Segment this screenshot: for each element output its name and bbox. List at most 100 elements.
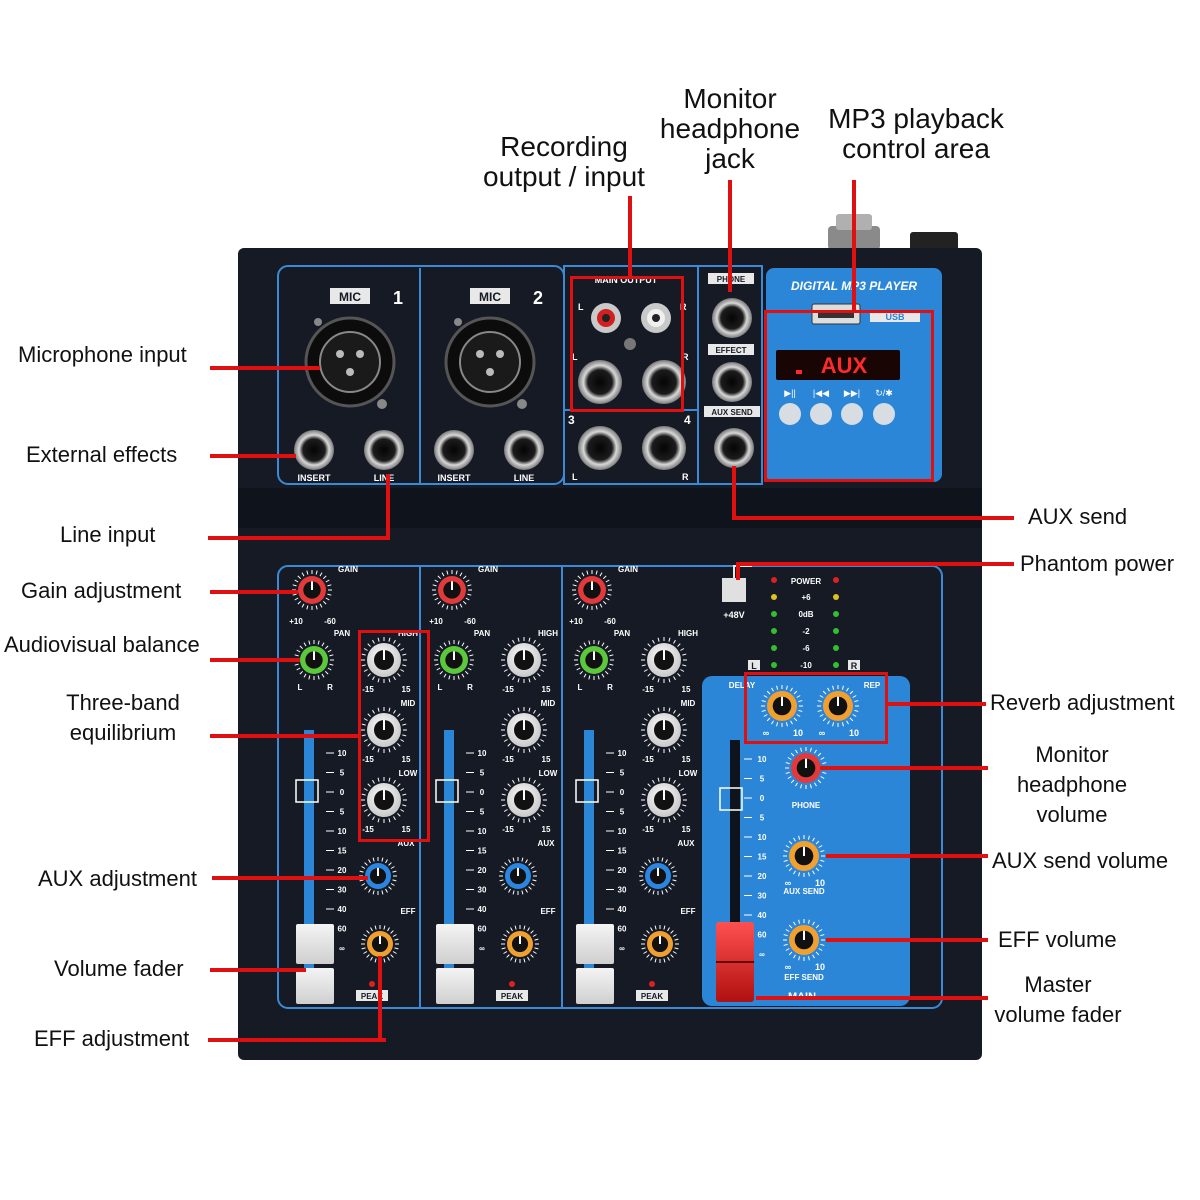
leader-gain [210,590,298,594]
pan-r-label: R [467,683,473,692]
mid-eq-knob-1[interactable] [361,707,407,753]
aux-knob-2[interactable] [499,857,537,895]
volume-fader-cap-lower-3[interactable] [576,968,614,1004]
volume-fader-cap-1[interactable] [296,924,334,964]
high-eq-knob-3[interactable] [641,637,687,683]
aux-label: AUX [678,839,696,848]
meter-level-label: 0dB [798,610,813,619]
mp3-play-button[interactable] [779,403,801,425]
rca-l-label: L [578,302,584,312]
eff-knob-1[interactable] [361,925,399,963]
insert-jack-2[interactable] [434,430,474,470]
fader-scale-tick: 20 [478,866,487,875]
callout-monitor-jack: Monitor headphone jack [648,84,812,174]
rca-right[interactable] [641,303,671,333]
phantom-power-button[interactable] [722,578,746,602]
rca-left[interactable] [591,303,621,333]
fader-scale-tick: 40 [618,905,627,914]
master-knob-max: 10 [849,728,859,738]
fader-scale-tick: 5 [480,808,485,817]
low-eq-knob-1[interactable] [361,777,407,823]
out-4-jack[interactable] [642,426,686,470]
leader-line-input [208,536,390,540]
pan-l-label: L [578,683,583,692]
eff-knob-2[interactable] [501,925,539,963]
aux-send-volume-knob[interactable] [783,835,825,877]
gain-knob-3[interactable] [572,570,612,610]
leader-reverb [886,702,986,706]
low-eq-knob-2[interactable] [501,777,547,823]
rep-knob[interactable] [817,685,859,727]
insert-jack-1[interactable] [294,430,334,470]
leader-aux-send-up [732,466,736,518]
leader-three-band [210,734,360,738]
pan-r-label: R [327,683,333,692]
master-scale-tick: 40 [758,911,767,920]
leader-pan [210,658,300,662]
fader-scale-tick: 5 [620,808,625,817]
callout-eff-adjustment: EFF adjustment [34,1026,190,1051]
eff-send-volume-knob[interactable] [783,919,825,961]
callout-recording-line1: Recording [500,131,628,162]
insert-1-label: INSERT [297,473,331,483]
aux-knob-3[interactable] [639,857,677,895]
fader-track [584,730,594,1002]
xlr-input-2[interactable] [444,316,536,409]
meter-level-label: -6 [802,644,810,653]
master-knob-max: 10 [815,878,825,888]
out-3-jack[interactable] [578,426,622,470]
mic-1-label: MIC [339,290,361,304]
highlight-main-output [570,276,684,412]
fader-scale-tick: 20 [618,866,627,875]
mp3-prev-button[interactable] [810,403,832,425]
volume-fader-cap-lower-1[interactable] [296,968,334,1004]
pan-knob-2[interactable] [434,640,474,680]
delay-knob[interactable] [761,685,803,727]
leader-eff-adjustment [208,1038,386,1042]
callout-monitor-jack-line3: jack [705,143,755,174]
phone-volume-knob[interactable] [785,747,827,789]
gain-min-label: +10 [429,617,443,626]
aux-send-knob-label: AUX SEND [783,887,825,896]
peak-label: PEAK [361,992,383,1001]
line-jack-1[interactable] [364,430,404,470]
main-out-jack-r[interactable] [642,360,686,404]
pan-knob-3[interactable] [574,640,614,680]
mp3-mode-button[interactable] [873,403,895,425]
low-eq-knob-3[interactable] [641,777,687,823]
meter-led [833,662,839,668]
high-eq-knob-1[interactable] [361,637,407,683]
master-scale-tick: 30 [758,892,767,901]
xlr-input-1[interactable] [304,316,396,409]
phone-jack[interactable] [712,298,752,338]
volume-fader-cap-2[interactable] [436,924,474,964]
volume-fader-cap-3[interactable] [576,924,614,964]
callout-recording: Recording output / input [470,132,658,192]
meter-r-label: R [851,661,858,671]
out-4-label: 4 [684,413,691,427]
mid-eq-knob-3[interactable] [641,707,687,753]
master-knob-min: ∞ [819,728,826,738]
line-jack-2[interactable] [504,430,544,470]
volume-fader-cap-lower-2[interactable] [436,968,474,1004]
main-out-jack-l[interactable] [578,360,622,404]
low-eq-max-label: 15 [682,825,691,834]
gain-knob-1[interactable] [292,570,332,610]
mp3-next-button[interactable] [841,403,863,425]
aux-send-jack[interactable] [714,428,754,468]
effect-jack-label: EFFECT [715,346,746,355]
mid-eq-knob-2[interactable] [501,707,547,753]
pan-knob-1[interactable] [294,640,334,680]
eff-knob-3[interactable] [641,925,679,963]
high-eq-knob-2[interactable] [501,637,547,683]
effect-jack[interactable] [712,362,752,402]
pan-label: PAN [614,629,631,638]
gain-knob-2[interactable] [432,570,472,610]
out-3-label: 3 [568,413,575,427]
master-fader-cap[interactable] [716,922,754,1002]
aux-knob-1[interactable] [359,857,397,895]
